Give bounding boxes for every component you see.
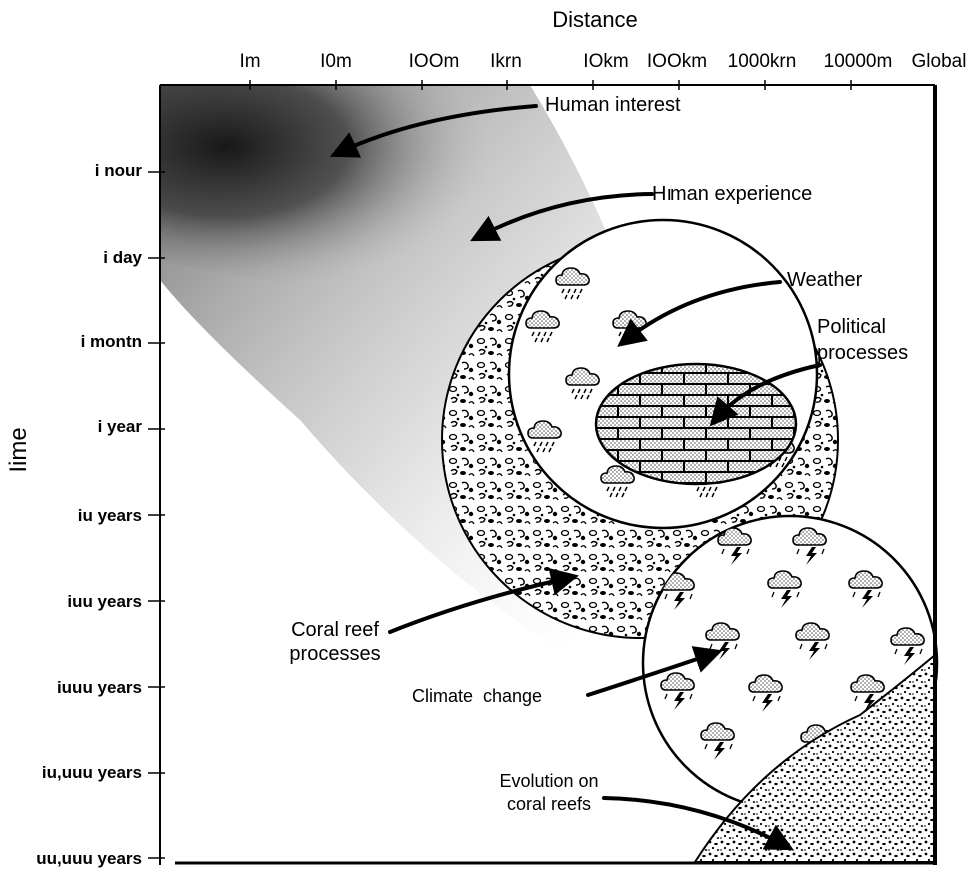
x-tick-label: Im [239,51,260,72]
weather-label: Weather [787,269,863,291]
x-tick-label: Ikrn [490,51,522,72]
y-tick-label: i day [103,248,142,267]
human-experience-label: man experience [670,183,812,205]
y-tick-label: i montn [81,332,142,351]
x-tick-labels: Im I0m IOOm Ikrn IOkm IOOkm 1000krn 1000… [239,51,966,72]
political-label-line2: processes [817,342,908,364]
y-tick-label: uu,uuu years [36,849,142,868]
x-axis-title: Distance [552,7,638,32]
evolution-label-line1: Evolution on [499,771,598,791]
x-tick-label: Global [912,51,967,72]
y-tick-label: i nour [95,161,143,180]
y-tick-label: iu years [78,506,142,525]
coral-reef-label-line1: Coral reef [291,619,379,641]
y-tick-label: i year [98,417,143,436]
x-tick-label: I0m [320,51,352,72]
human-interest-area [160,85,524,291]
x-tick-label: 1000krn [728,51,797,72]
y-tick-labels: i nour i day i montn i year iu years iuu… [36,161,142,868]
y-tick-label: iuuu years [57,678,142,697]
political-label-line1: Political [817,316,886,338]
y-tick-label: iuu years [67,592,142,611]
evolution-label-line2: coral reefs [507,794,591,814]
coral-reef-label-line2: processes [289,643,380,665]
human-interest-label: Human interest [545,94,681,116]
x-tick-label: 10000m [824,51,893,72]
x-tick-label: IOOm [409,51,460,72]
y-tick-label: iu,uuu years [42,763,142,782]
x-tick-label: IOkm [583,51,628,72]
climate-label: Climate change [412,686,542,706]
human-experience-label-prefix: Hı [652,183,672,205]
y-axis-title: Iime [5,427,32,472]
x-tick-label: IOOkm [647,51,707,72]
